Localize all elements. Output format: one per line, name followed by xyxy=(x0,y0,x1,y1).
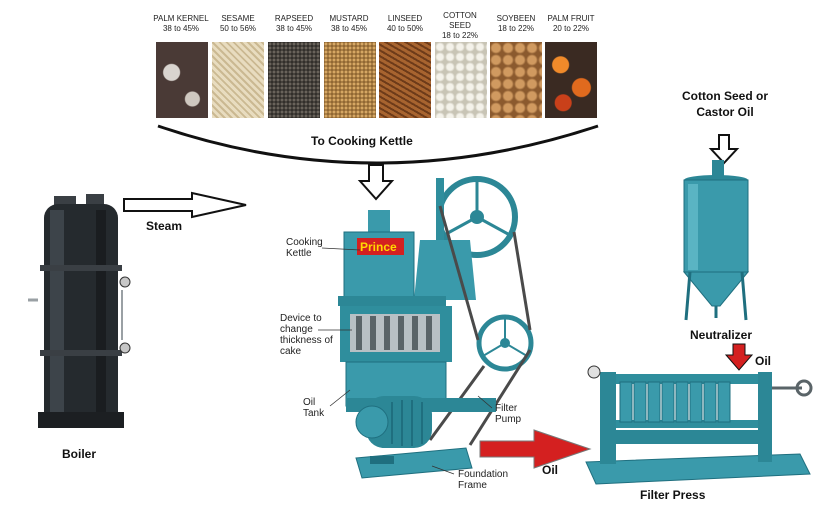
oil-label-neutralizer: Oil xyxy=(755,354,772,368)
seed-photo-soybeen xyxy=(490,42,542,118)
seed-photo-linseed xyxy=(379,42,431,118)
steam-label: Steam xyxy=(146,219,183,233)
steam-arrow-icon xyxy=(123,191,247,219)
boiler-illustration xyxy=(28,194,131,428)
brand-plate xyxy=(357,238,404,255)
neutralizer-oil-arrow-icon xyxy=(724,343,754,371)
filter-pump-label: Filter Pump xyxy=(495,403,522,425)
down-arrow-to-kettle-icon xyxy=(357,164,395,201)
oil-tank-label: Oil Tank xyxy=(303,397,325,419)
device-change-cake-label: Device to change thickness of cake xyxy=(280,313,333,357)
seed-photo-palm-fruit xyxy=(545,42,597,118)
oil-expeller-machine xyxy=(338,176,534,479)
oil-flow-arrow-icon xyxy=(479,429,592,469)
seed-collection-curve xyxy=(157,124,599,165)
seed-photo-palm-kernel xyxy=(156,42,208,118)
boiler-label: Boiler xyxy=(62,447,97,461)
seed-photo-sesame xyxy=(212,42,264,118)
filter-press-label: Filter Press xyxy=(640,488,706,502)
callout-lines xyxy=(318,247,493,475)
cotton-castor-label: Cotton Seed or Castor Oil xyxy=(682,89,768,119)
seed-photo-rapseed xyxy=(268,42,320,118)
neutralizer-tank xyxy=(682,160,750,321)
foundation-frame-label: Foundation Frame xyxy=(458,469,509,491)
brand-label: Prince xyxy=(360,240,397,254)
down-arrow-to-neutralizer-icon xyxy=(708,134,740,165)
cooking-kettle-label: Cooking Kettle xyxy=(286,237,323,259)
to-cooking-kettle-label: To Cooking Kettle xyxy=(311,134,413,148)
seed-photo-cotton-seed xyxy=(435,42,487,118)
seed-photo-mustard xyxy=(324,42,376,118)
neutralizer-label: Neutralizer xyxy=(690,328,753,342)
oil-label-main: Oil xyxy=(542,463,559,477)
filter-press-machine xyxy=(585,365,813,485)
